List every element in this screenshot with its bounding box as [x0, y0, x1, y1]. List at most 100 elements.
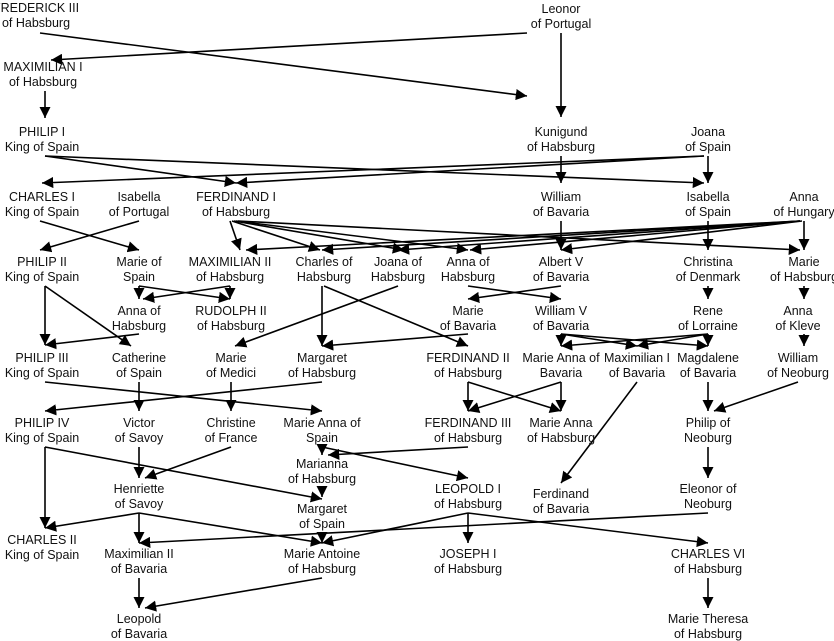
person-name-line2: of Habsburg [434, 497, 502, 511]
relationship-arrows [39, 32, 810, 612]
person-name-line1: Henriette [114, 482, 165, 496]
person-name-line2: of Habsburg [770, 270, 834, 284]
person-name-line2: of Portugal [109, 205, 169, 219]
person-name-line1: Margaret [297, 502, 348, 516]
person-name-line1: Marie [452, 304, 483, 318]
person-name-line1: PHILIP III [15, 351, 68, 365]
person-name-line1: Philip of [686, 416, 731, 430]
person-name-line2: of Medici [206, 366, 256, 380]
person-name-line1: Christine [206, 416, 255, 430]
relation-arrow [235, 155, 705, 188]
person-name-line2: of Bavaria [533, 502, 589, 516]
person-name-line1: Anna [783, 304, 812, 318]
person-name-line1: FERDINAND II [426, 351, 509, 365]
relation-arrow [39, 32, 528, 101]
person-name-line2: Spain [123, 270, 155, 284]
person-name-line2: of France [205, 431, 258, 445]
person-name-line1: William [541, 190, 581, 204]
person-name-line2: of Kleve [775, 319, 820, 333]
person-name-line1: Isabella [117, 190, 160, 204]
person-name-line1: Marie Antoine [284, 547, 360, 561]
relation-arrow [234, 285, 399, 348]
person-name-line1: William [778, 351, 818, 365]
person-name-line2: of Spain [685, 140, 731, 154]
person-name-line2: of Savoy [115, 497, 164, 511]
person-name-line1: Joana of [374, 255, 422, 269]
relation-arrow [560, 381, 638, 484]
person-name-line2: Habsburg [371, 270, 425, 284]
person-name-line2: of Habsburg [434, 431, 502, 445]
relation-arrow [44, 381, 323, 416]
person-name-line2: of Bavaria [440, 319, 496, 333]
person-name-line1: William V [535, 304, 588, 318]
person-name-line2: Neoburg [684, 497, 732, 511]
person-name-line2: of Portugal [531, 17, 591, 31]
person-name-line2: of Savoy [115, 431, 164, 445]
person-name-line1: CHARLES VI [671, 547, 745, 561]
person-name-line1: Marie Anna of [522, 351, 600, 365]
person-name-line1: Marie [215, 351, 246, 365]
person-name-line2: of Denmark [676, 270, 741, 284]
person-name-line2: of Neoburg [767, 366, 829, 380]
relation-arrow [41, 155, 705, 189]
person-name-line1: Charles of [296, 255, 353, 269]
relation-arrow [233, 220, 405, 254]
person-name-line1: Marie of [116, 255, 162, 269]
person-name-line1: Anna [789, 190, 818, 204]
relation-arrow [323, 285, 469, 347]
person-name-line1: Leopold [117, 612, 162, 626]
person-name-line1: Marie [788, 255, 819, 269]
relation-arrow [321, 446, 469, 482]
person-name-line1: Anna of [117, 304, 161, 318]
person-name-line1: CHARLES II [7, 533, 76, 547]
relation-arrow [397, 220, 801, 255]
person-name-line2: of Bavaria [533, 270, 589, 284]
person-name-line2: of Habsburg [674, 562, 742, 576]
relation-arrow [50, 32, 528, 65]
person-name-line2: Habsburg [112, 319, 166, 333]
relation-arrow [44, 446, 323, 503]
relation-arrow [321, 333, 469, 351]
person-name-line1: Margaret [297, 351, 348, 365]
relation-arrow [229, 220, 242, 251]
person-name-line1: Marianna [296, 457, 348, 471]
